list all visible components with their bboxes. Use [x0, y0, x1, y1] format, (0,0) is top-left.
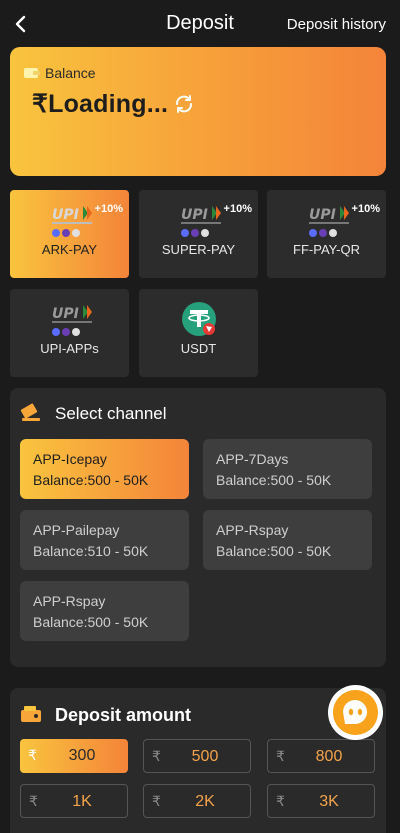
chat-bubble-icon: [333, 690, 378, 735]
amount-option-2k[interactable]: ₹ 2K: [143, 784, 251, 818]
channel-name: FF-PAY-QR: [293, 242, 360, 257]
channel-option-app-pailepay[interactable]: APP-Pailepay Balance:510 - 50K: [20, 510, 189, 570]
amount-value: 500: [191, 748, 219, 765]
amount-option-800[interactable]: ₹ 800: [267, 739, 375, 773]
svg-text:UPI: UPI: [309, 207, 336, 223]
amount-value: 2K: [195, 793, 215, 810]
amount-value: 300: [68, 747, 96, 764]
amount-value: 1K: [72, 793, 92, 810]
amount-value: 800: [315, 748, 343, 765]
rupee-symbol: ₹: [276, 793, 285, 809]
rupee-symbol: ₹: [152, 793, 161, 809]
channel-option-app-rspay[interactable]: APP-Rspay Balance:500 - 50K: [203, 510, 372, 570]
tether-logo-icon: [182, 302, 216, 336]
amount-value: 3K: [319, 793, 339, 810]
option-balance: Balance:500 - 50K: [216, 472, 332, 488]
deposit-amount-title: Deposit amount: [55, 705, 192, 725]
channel-option-app-rspay-2[interactable]: APP-Rspay Balance:500 - 50K: [20, 581, 189, 641]
rupee-symbol: ₹: [29, 793, 38, 809]
page-title: Deposit: [166, 12, 234, 34]
upi-logo-icon: UPI: [181, 206, 221, 237]
bonus-badge: +10%: [351, 203, 380, 215]
balance-card: Balance ₹Loading...: [10, 47, 386, 176]
refresh-icon[interactable]: [173, 93, 195, 115]
rupee-symbol: ₹: [28, 747, 37, 763]
chat-support-button[interactable]: [328, 685, 383, 740]
balance-value: ₹Loading...: [32, 90, 169, 118]
channel-option-app-7days[interactable]: APP-7Days Balance:500 - 50K: [203, 439, 372, 499]
rupee-symbol: ₹: [152, 748, 161, 764]
deposit-amount-panel: Deposit amount ₹ 300 ₹ 500 ₹ 800 ₹ 1K ₹ …: [10, 688, 386, 833]
rupee-symbol: ₹: [276, 748, 285, 764]
header: Deposit Deposit history: [0, 0, 400, 48]
option-name: APP-7Days: [216, 451, 289, 467]
option-balance: Balance:510 - 50K: [33, 543, 149, 559]
amount-option-3k[interactable]: ₹ 3K: [267, 784, 375, 818]
channel-tile-usdt[interactable]: USDT: [139, 289, 258, 377]
channel-name: ARK-PAY: [41, 242, 98, 257]
deposit-history-link[interactable]: Deposit history: [286, 16, 386, 33]
amount-option-500[interactable]: ₹ 500: [143, 739, 251, 773]
option-balance: Balance:500 - 50K: [216, 543, 332, 559]
option-name: APP-Rspay: [33, 593, 106, 609]
channel-option-app-icepay[interactable]: APP-Icepay Balance:500 - 50K: [20, 439, 189, 499]
back-arrow-icon[interactable]: [8, 10, 36, 38]
upi-logo-icon: UPI: [309, 206, 349, 237]
option-name: APP-Icepay: [33, 451, 107, 467]
upi-logo-icon: UPI: [52, 206, 92, 237]
channel-tile-ff-pay-qr[interactable]: UPI +10% FF-PAY-QR: [267, 190, 386, 278]
amount-option-300[interactable]: ₹ 300: [20, 739, 128, 773]
option-name: APP-Rspay: [216, 522, 289, 538]
upi-logo-icon: UPI: [52, 305, 92, 336]
card-channel-icon: [20, 403, 40, 421]
option-balance: Balance:500 - 50K: [33, 472, 149, 488]
amount-option-1k[interactable]: ₹ 1K: [20, 784, 128, 818]
select-channel-panel: Select channel APP-Icepay Balance:500 - …: [10, 388, 386, 667]
bonus-badge: +10%: [94, 203, 123, 215]
option-name: APP-Pailepay: [33, 522, 120, 538]
svg-text:UPI: UPI: [52, 306, 79, 322]
channel-tile-upi-apps[interactable]: UPI UPI-APPs: [10, 289, 129, 377]
channel-tile-super-pay[interactable]: UPI +10% SUPER-PAY: [139, 190, 258, 278]
svg-text:UPI: UPI: [181, 207, 208, 223]
money-wallet-icon: [21, 706, 41, 722]
bonus-badge: +10%: [223, 203, 252, 215]
channel-name: SUPER-PAY: [161, 242, 236, 257]
channel-name: UPI-APPs: [40, 341, 99, 356]
option-balance: Balance:500 - 50K: [33, 614, 149, 630]
select-channel-title: Select channel: [55, 404, 167, 423]
balance-label: Balance: [45, 65, 96, 81]
channel-name: USDT: [180, 341, 217, 356]
wallet-icon: [24, 68, 40, 78]
channel-tile-ark-pay[interactable]: UPI +10% ARK-PAY: [10, 190, 129, 278]
svg-text:UPI: UPI: [52, 207, 79, 223]
